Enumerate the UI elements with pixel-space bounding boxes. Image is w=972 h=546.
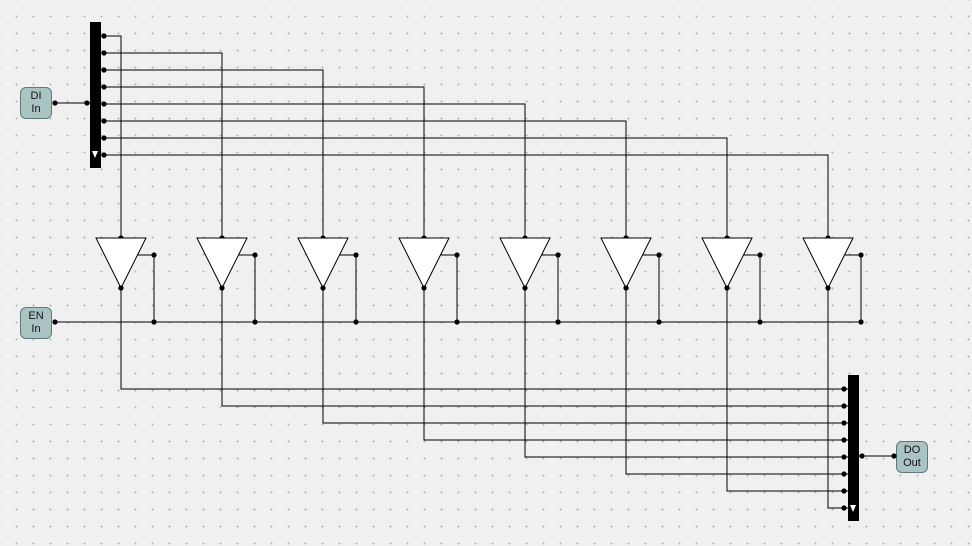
do-splitter-connector xyxy=(859,453,865,459)
en-input-pin[interactable]: EN In xyxy=(20,307,52,339)
output-splitter-tap-5 xyxy=(841,471,847,477)
enable-stub-wire-6 xyxy=(744,254,761,322)
buffer-output-pin-4 xyxy=(522,285,528,291)
buffer-output-pin-3 xyxy=(421,285,427,291)
input-splitter-arrow-icon xyxy=(92,151,98,158)
input-bit-wire-4 xyxy=(100,103,526,238)
input-bit-wire-6 xyxy=(100,137,728,238)
wire-layer xyxy=(53,35,896,509)
enable-junction-5 xyxy=(656,319,662,325)
output-bit-wire-0 xyxy=(120,288,848,390)
tristate-buffer-2[interactable] xyxy=(297,237,349,290)
enable-stub-wire-4 xyxy=(542,254,559,322)
en-pin-direction: In xyxy=(31,323,41,335)
buffer-output-pin-2 xyxy=(320,285,326,291)
input-splitter-tap-5 xyxy=(101,118,107,124)
enable-stub-wire-5 xyxy=(643,254,660,322)
output-splitter-tap-7 xyxy=(841,505,847,511)
output-bit-wire-1 xyxy=(221,288,848,407)
output-bit-wire-2 xyxy=(322,288,848,424)
output-splitter-tap-1 xyxy=(841,403,847,409)
tristate-buffer-5[interactable] xyxy=(600,237,652,290)
di-input-pin[interactable]: DI In xyxy=(20,87,52,119)
input-splitter-tap-4 xyxy=(101,101,107,107)
buffer-output-pin-0 xyxy=(118,285,124,291)
do-pin-connector xyxy=(891,453,897,459)
en-pin-label: EN xyxy=(28,310,44,322)
tristate-buffer-7[interactable] xyxy=(802,237,854,290)
output-bit-wire-3 xyxy=(423,288,848,441)
buffer-enable-pin-4 xyxy=(555,252,561,258)
output-splitter-tap-3 xyxy=(841,437,847,443)
buffer-enable-pin-7 xyxy=(858,252,864,258)
input-bit-wire-5 xyxy=(100,120,627,238)
buffer-enable-pin-0 xyxy=(151,252,157,258)
buffer-enable-pin-5 xyxy=(656,252,662,258)
enable-junction-3 xyxy=(454,319,460,325)
buffer-enable-pin-3 xyxy=(454,252,460,258)
enable-junction-6 xyxy=(757,319,763,325)
enable-stub-wire-2 xyxy=(340,254,357,322)
di-pin-connector xyxy=(52,100,58,106)
component-layer xyxy=(52,22,897,521)
do-output-pin[interactable]: DO Out xyxy=(896,441,928,473)
di-splitter-connector xyxy=(84,100,90,106)
di-pin-direction: In xyxy=(31,103,41,115)
output-splitter-arrow-icon xyxy=(850,505,856,512)
tristate-buffer-6[interactable] xyxy=(701,237,753,290)
do-pin-label: DO xyxy=(903,444,921,456)
buffer-enable-pin-1 xyxy=(252,252,258,258)
input-splitter-tap-0 xyxy=(101,33,107,39)
input-splitter-tap-6 xyxy=(101,135,107,141)
output-splitter-tap-2 xyxy=(841,420,847,426)
input-splitter-tap-3 xyxy=(101,84,107,90)
output-splitter-tap-6 xyxy=(841,488,847,494)
input-splitter-tap-1 xyxy=(101,50,107,56)
enable-junction-4 xyxy=(555,319,561,325)
buffer-output-pin-6 xyxy=(724,285,730,291)
tristate-buffer-4[interactable] xyxy=(499,237,551,290)
enable-junction-2 xyxy=(353,319,359,325)
di-pin-label: DI xyxy=(30,90,42,102)
enable-stub-wire-3 xyxy=(441,254,458,322)
output-splitter-tap-0 xyxy=(841,386,847,392)
buffer-output-pin-5 xyxy=(623,285,629,291)
en-pin-connector xyxy=(52,319,58,325)
tristate-buffer-0[interactable] xyxy=(95,237,147,290)
buffer-enable-pin-6 xyxy=(757,252,763,258)
buffer-output-pin-1 xyxy=(219,285,225,291)
input-bit-wire-3 xyxy=(100,86,425,238)
enable-stub-wire-0 xyxy=(138,254,155,322)
enable-stub-wire-1 xyxy=(239,254,256,322)
enable-junction-7 xyxy=(858,319,864,325)
output-splitter-bar[interactable] xyxy=(848,375,859,521)
output-bit-wire-4 xyxy=(524,288,848,458)
output-bit-wire-7 xyxy=(827,288,848,509)
output-bit-wire-5 xyxy=(625,288,848,475)
buffer-enable-pin-2 xyxy=(353,252,359,258)
enable-stub-wire-7 xyxy=(845,254,862,322)
enable-junction-0 xyxy=(151,319,157,325)
input-splitter-tap-7 xyxy=(101,152,107,158)
output-bit-wire-6 xyxy=(726,288,848,492)
buffer-output-pin-7 xyxy=(825,285,831,291)
output-splitter-tap-4 xyxy=(841,454,847,460)
input-bit-wire-2 xyxy=(100,69,324,238)
input-bit-wire-7 xyxy=(100,154,829,238)
do-pin-direction: Out xyxy=(903,457,921,469)
input-bit-wire-0 xyxy=(100,35,122,238)
input-splitter-bar[interactable] xyxy=(90,22,101,168)
tristate-buffer-1[interactable] xyxy=(196,237,248,290)
input-splitter-tap-2 xyxy=(101,67,107,73)
tristate-buffer-3[interactable] xyxy=(398,237,450,290)
input-bit-wire-1 xyxy=(100,52,223,238)
enable-junction-1 xyxy=(252,319,258,325)
